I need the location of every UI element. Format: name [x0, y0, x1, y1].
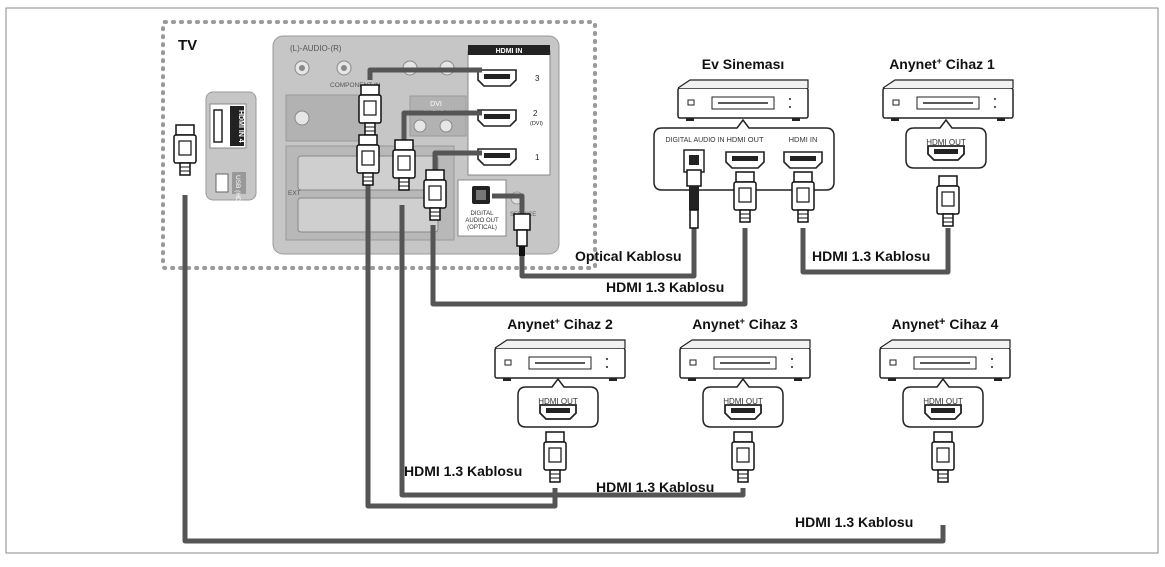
cable-optical-link: [492, 193, 525, 218]
anynet3-port-label: HDMI OUT: [723, 397, 763, 406]
cable-anynet1: [800, 228, 951, 275]
plug-side-hdmi: [173, 124, 197, 176]
cable-anynet3: [399, 205, 746, 498]
dvi-audio-label-1: DVI: [430, 101, 442, 108]
digital-audio-out-3: (OPTICAL): [467, 225, 497, 231]
ht-hdmi-in-label: HDMI IN: [789, 135, 818, 144]
hdmi-port-3-label: 3: [535, 74, 540, 83]
hdmi-port-2-sub: (DVI): [530, 121, 543, 127]
ht-hdmi-in-port: [783, 151, 823, 169]
anynet-device-1: Anynet+ Cihaz 1 HDMI OUT: [882, 56, 1014, 169]
usb-label: USB (HDD): [234, 175, 241, 209]
outer-frame: [5, 7, 1159, 554]
usb-port: [215, 173, 229, 193]
digital-audio-out-2: AUDIO OUT: [465, 218, 499, 224]
digital-audio-out-1: DIGITAL: [471, 211, 495, 217]
cable-port1-link: [432, 150, 482, 170]
tv-label: TV: [178, 37, 197, 54]
ht-hdmi-cable-label: HDMI 1.3 Kablosu: [606, 279, 724, 295]
hdmi-port-1-label: 1: [535, 153, 540, 162]
hdmi-port-2: [477, 109, 517, 127]
plug-ht-hdmi-out: [733, 171, 757, 223]
cable-optical: [519, 228, 697, 279]
hdmi-in-header: HDMI IN: [496, 48, 523, 55]
optical-cable-label: Optical Kablosu: [575, 248, 682, 264]
tv-side-panel: HDMI IN 4 USB (HDD): [205, 91, 257, 209]
cable-port2-link: [401, 110, 482, 142]
ext-label: EXT: [288, 190, 301, 197]
cable-anynet4: [182, 195, 946, 544]
hdmi-port-1: [477, 148, 517, 166]
ht-hdmi-out-port: [725, 151, 765, 169]
anynet2-port-label: HDMI OUT: [538, 397, 578, 406]
component-label: COMPONENT IN: [330, 82, 381, 89]
anynet4-port-label: HDMI OUT: [923, 397, 963, 406]
plug-anynet4: [931, 431, 955, 483]
anynet1-port-label: HDMI OUT: [926, 138, 966, 147]
home-theater-title: Ev Sineması: [702, 56, 785, 72]
plug-anynet2: [543, 431, 567, 483]
tv-region: [161, 20, 597, 270]
home-theater-device: Ev Sineması DIGITAL AUDIO IN HDMI OUT HD…: [653, 56, 835, 191]
ht-hdmi-out-label: HDMI OUT: [726, 135, 763, 144]
plug-ht-hdmi-in: [791, 171, 815, 223]
cable-port3-link: [367, 67, 482, 80]
anynet4-title: Anynet+ Cihaz 4: [892, 316, 999, 332]
audio-label: (L)-AUDIO-(R): [290, 44, 342, 53]
anynet3-title: Anynet+ Cihaz 3: [692, 316, 798, 332]
cables: [182, 67, 951, 544]
plug-anynet3: [731, 431, 755, 483]
anynet1-title: Anynet+ Cihaz 1: [889, 56, 995, 72]
plug-optical-tv: [513, 213, 531, 256]
side-hdmi-label: HDMI IN 4: [237, 110, 244, 143]
anynet2-title: Anynet+ Cihaz 2: [507, 316, 613, 332]
anynet4-cable-label: HDMI 1.3 Kablosu: [795, 514, 913, 530]
plug-optical-ht: [686, 169, 702, 229]
anynet3-cable-label: HDMI 1.3 Kablosu: [596, 479, 714, 495]
hdmi-port-3: [477, 69, 517, 87]
cable-home-theater-hdmi: [430, 225, 748, 307]
anynet-device-4: Anynet+ Cihaz 4 HDMI OUT: [879, 316, 1011, 428]
plug-anynet1: [936, 175, 960, 227]
hdmi-port-2-label: 2: [533, 109, 538, 118]
anynet-device-2: Anynet+ Cihaz 2 HDMI OUT: [494, 316, 626, 428]
anynet-device-3: Anynet+ Cihaz 3 HDMI OUT: [679, 316, 811, 428]
anynet1-cable-label: HDMI 1.3 Kablosu: [812, 248, 930, 264]
anynet2-cable-label: HDMI 1.3 Kablosu: [404, 463, 522, 479]
ht-digital-audio-in-label: DIGITAL AUDIO IN: [665, 137, 724, 144]
